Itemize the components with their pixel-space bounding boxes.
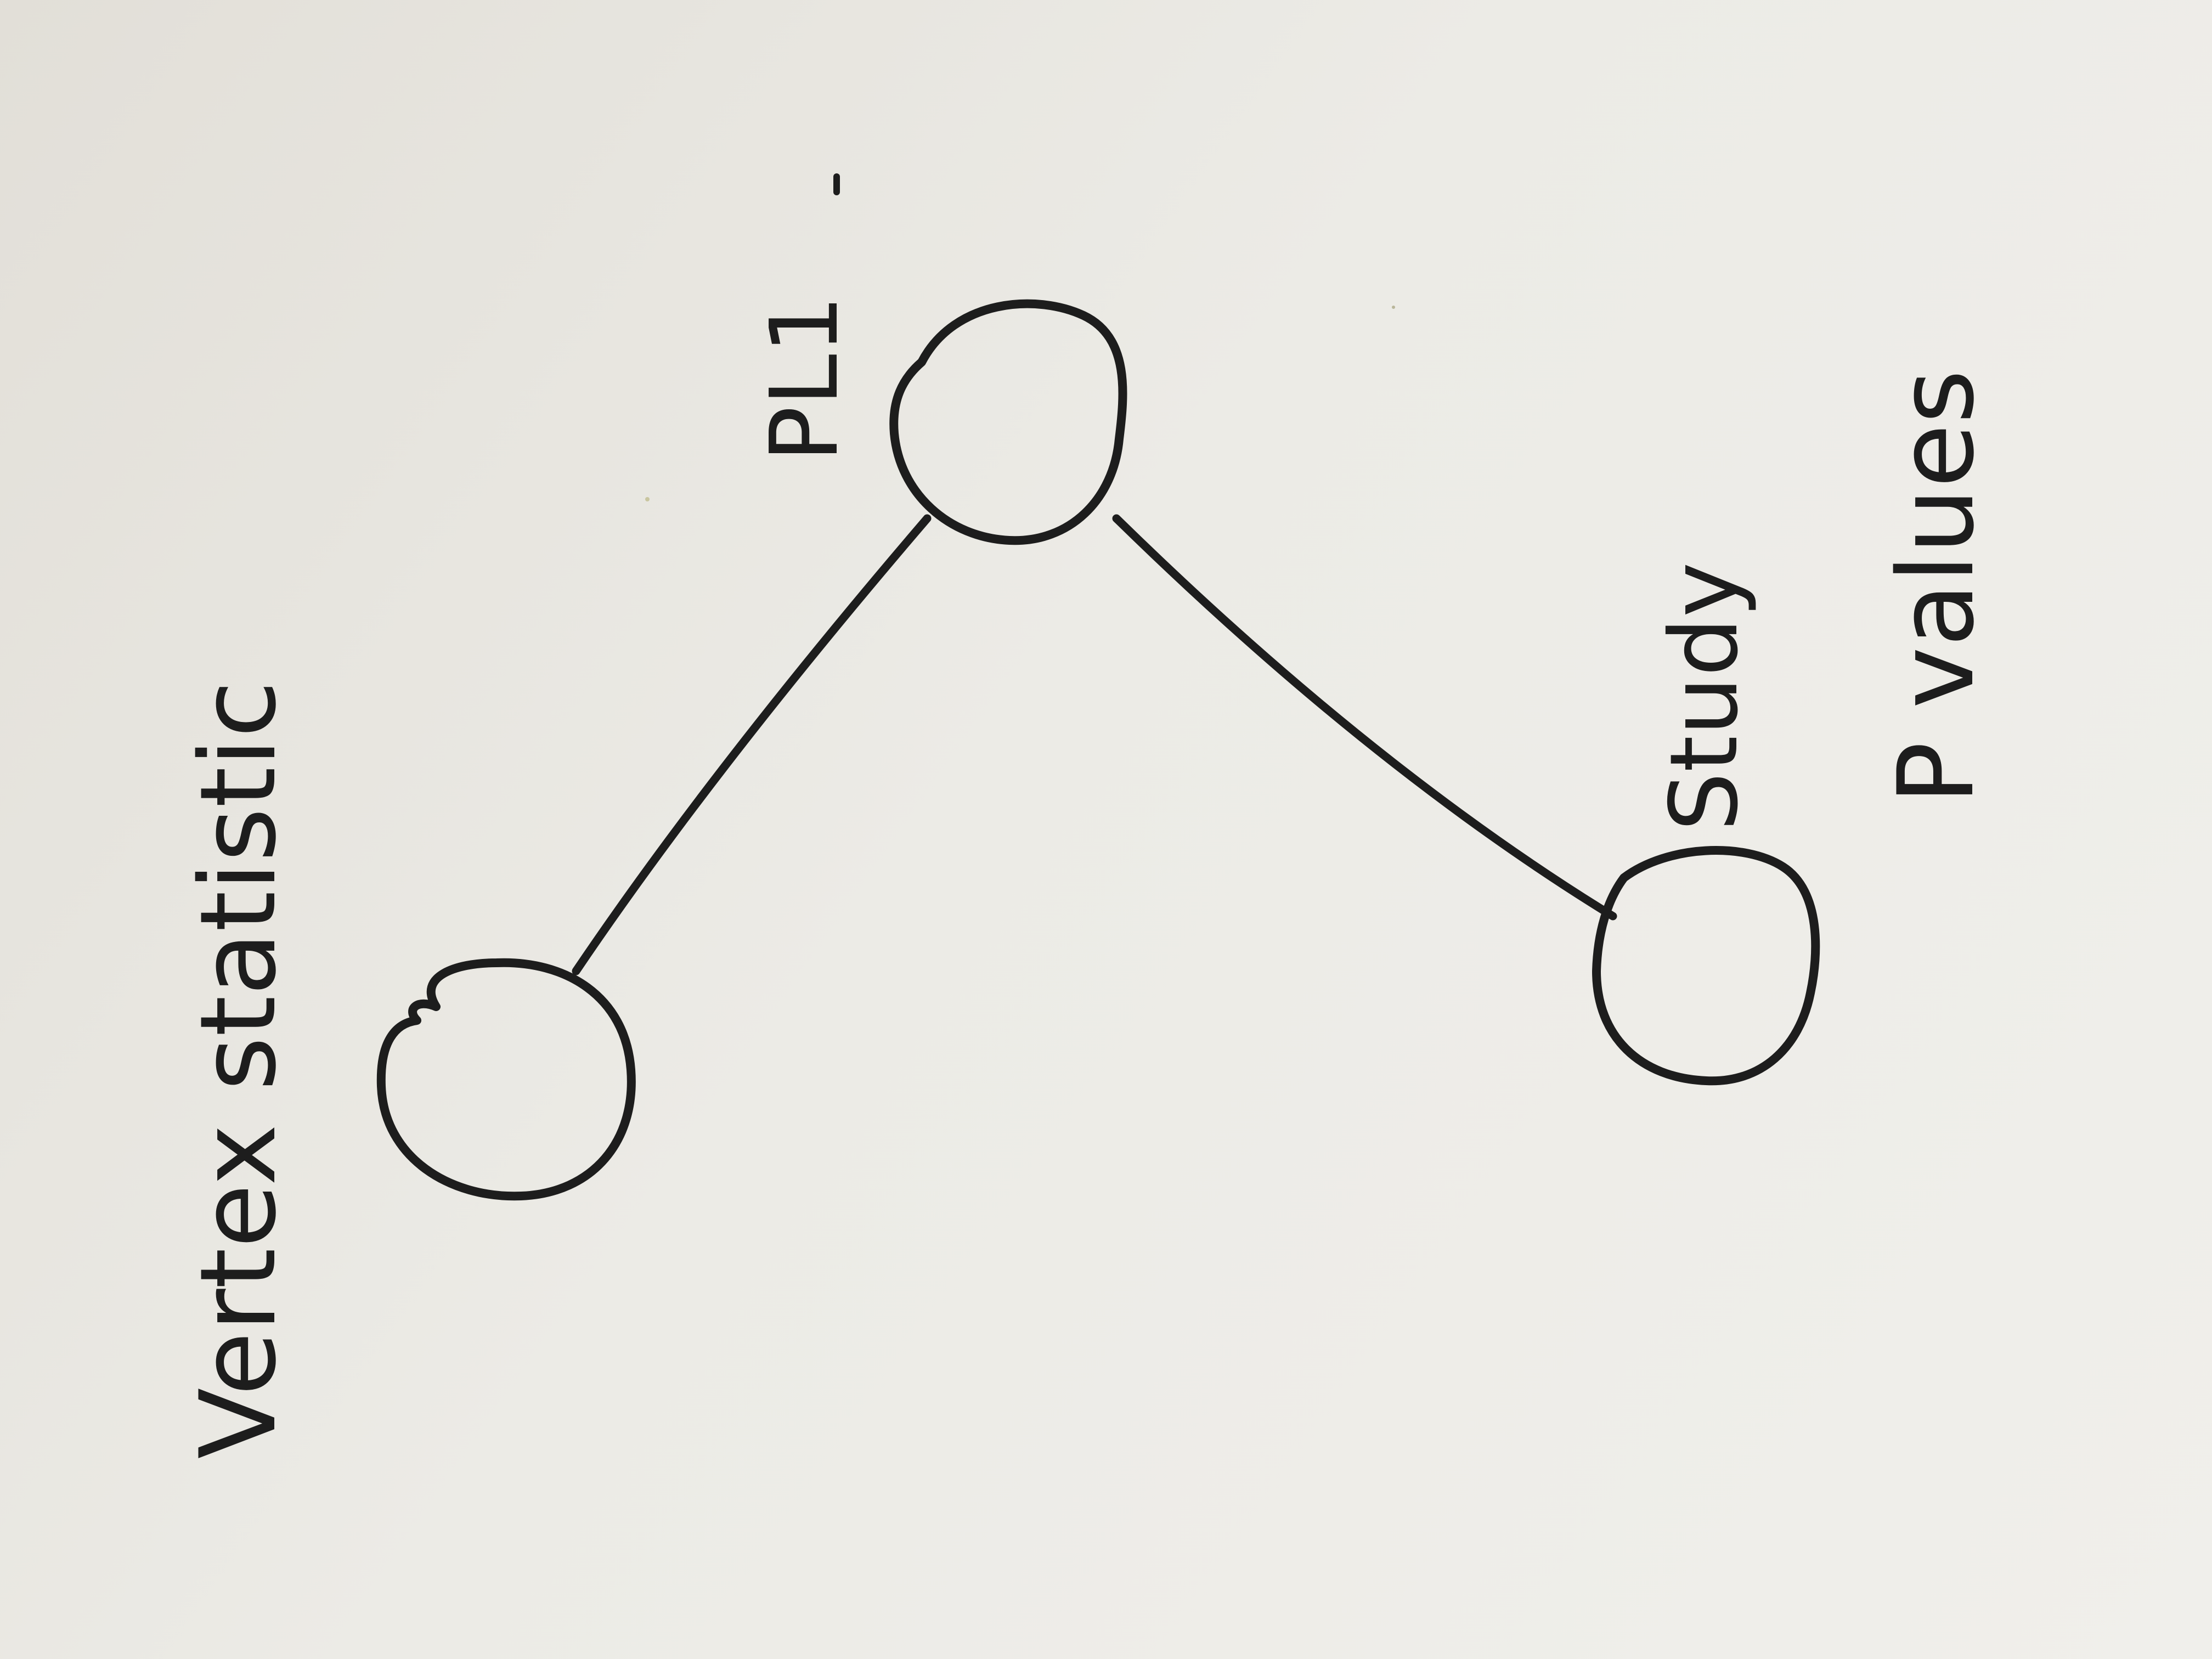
paper-speck <box>645 497 650 501</box>
node-left-circle <box>376 958 636 1201</box>
pl1-node-label: PL1 <box>751 295 859 462</box>
study-node-label: Study <box>1650 562 1759 832</box>
node-pl1-circle <box>889 299 1127 545</box>
edge-pl1-to-study <box>1112 514 1617 921</box>
diagram-title: Vertex statistic <box>178 680 299 1459</box>
edge-left-to-pl1 <box>572 514 932 975</box>
study-node-note: P values <box>1876 370 1997 805</box>
node-study-circle <box>1592 846 1820 1086</box>
paper-speck <box>1392 306 1395 309</box>
